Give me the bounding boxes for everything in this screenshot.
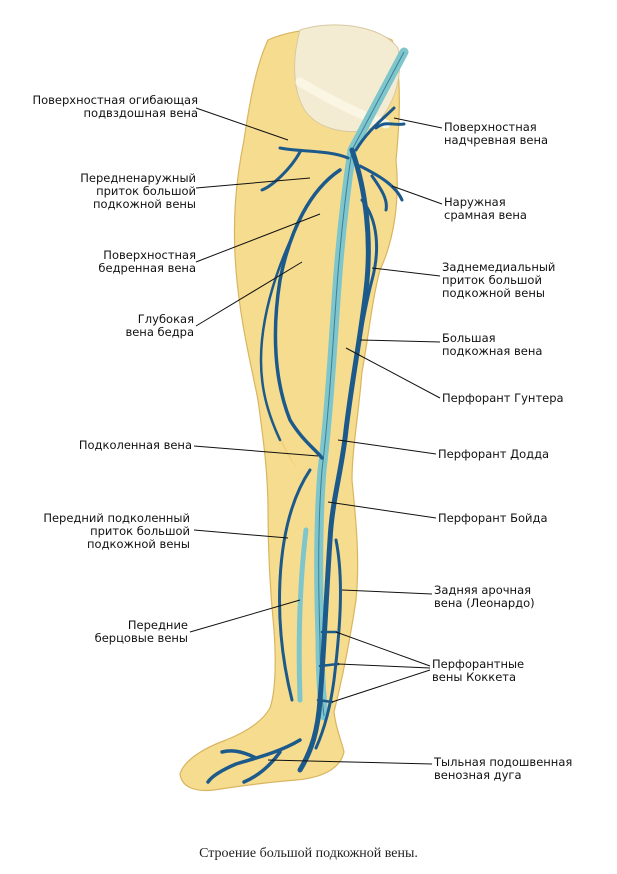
label-external-pudendal-vein: Наружная срамная вена	[444, 195, 527, 222]
leg-silhouette	[179, 24, 401, 792]
label-posteromedial-tributary: Заднемедиальный приток большой подкожной…	[442, 260, 556, 300]
superficial-circumflex-branch	[260, 146, 350, 192]
label-boyd-perforator: Перфорант Бойда	[438, 511, 548, 525]
leader-anterolateral-tributary	[195, 177, 311, 189]
leg-outline	[179, 28, 400, 792]
leader-boyd-perforator	[327, 501, 437, 519]
leader-dorsal-venous-arch	[267, 759, 433, 765]
label-dorsal-venous-arch: Тыльная подошвенная венозная дуга	[434, 755, 573, 782]
label-superficial-circumflex-iliac-vein: Поверхностная огибающая подвздошная вена	[32, 93, 198, 120]
label-superficial-epigastric-vein: Поверхностная надчревная вена	[444, 120, 549, 147]
femoral-deep-vein-edge	[318, 51, 405, 717]
leader-deep-femoral	[195, 261, 303, 327]
label-anterolateral-tributary: Передненаружный приток большой подкожной…	[80, 171, 196, 211]
label-superficial-femoral-vein: Поверхностная бедренная вена	[98, 248, 196, 275]
label-anterior-popliteal-tributary: Передний подколенный приток большой подк…	[43, 511, 190, 551]
leader-cockett-1	[335, 631, 431, 667]
leader-posteromedial-tributary	[371, 267, 441, 277]
figure-caption: Строение большой подкожной вены.	[199, 846, 418, 861]
leader-external-pudendal	[391, 185, 443, 205]
leader-anterior-popliteal-tributary	[193, 529, 289, 539]
leader-superficial-circumflex-iliac	[195, 107, 289, 141]
superficial-veins	[206, 106, 406, 784]
posterior-arch-vein	[314, 538, 342, 750]
leader-great-saphenous	[359, 339, 441, 343]
label-cockett-perforators: Перфорантные вены Коккета	[432, 657, 525, 684]
leader-anterior-tibial	[189, 599, 301, 633]
label-hunter-perforator: Перфорант Гунтера	[442, 391, 564, 405]
cockett-perforator-3	[316, 698, 334, 704]
leader-cockett-2	[337, 663, 431, 669]
leader-cockett-3	[331, 669, 431, 703]
leader-superficial-epigastric	[393, 117, 443, 129]
dorsal-venous-arch	[206, 738, 302, 784]
posteromedial-tributary	[354, 198, 379, 362]
anterolateral-tributary	[273, 168, 342, 460]
label-deep-femoral-vein: Глубокая вена бедра	[125, 312, 194, 339]
deep-veins	[296, 47, 409, 721]
epigastric-branch	[354, 106, 406, 152]
leader-dodd-perforator	[337, 439, 437, 455]
cockett-perforator-2	[318, 662, 340, 668]
leader-popliteal	[193, 445, 319, 457]
label-anterior-tibial-veins: Передние берцовые вены	[94, 618, 188, 645]
thigh-branch	[259, 218, 302, 442]
anterior-popliteal-tributary	[278, 468, 312, 702]
label-great-saphenous-vein: Большая подкожная вена	[442, 331, 543, 358]
leader-posterior-arch	[341, 589, 433, 595]
tibial-deep-vein	[296, 527, 309, 703]
label-popliteal-vein: Подколенная вена	[78, 438, 192, 452]
label-posterior-arch-vein: Задняя арочная вена (Леонардо)	[434, 583, 535, 610]
label-dodd-perforator: Перфорант Додда	[438, 447, 550, 461]
pudendal-branch	[358, 164, 404, 212]
pelvis-bone	[294, 24, 401, 132]
leader-lines	[189, 107, 443, 765]
leader-hunter-perforator	[345, 347, 441, 399]
leader-superficial-femoral	[195, 213, 321, 263]
